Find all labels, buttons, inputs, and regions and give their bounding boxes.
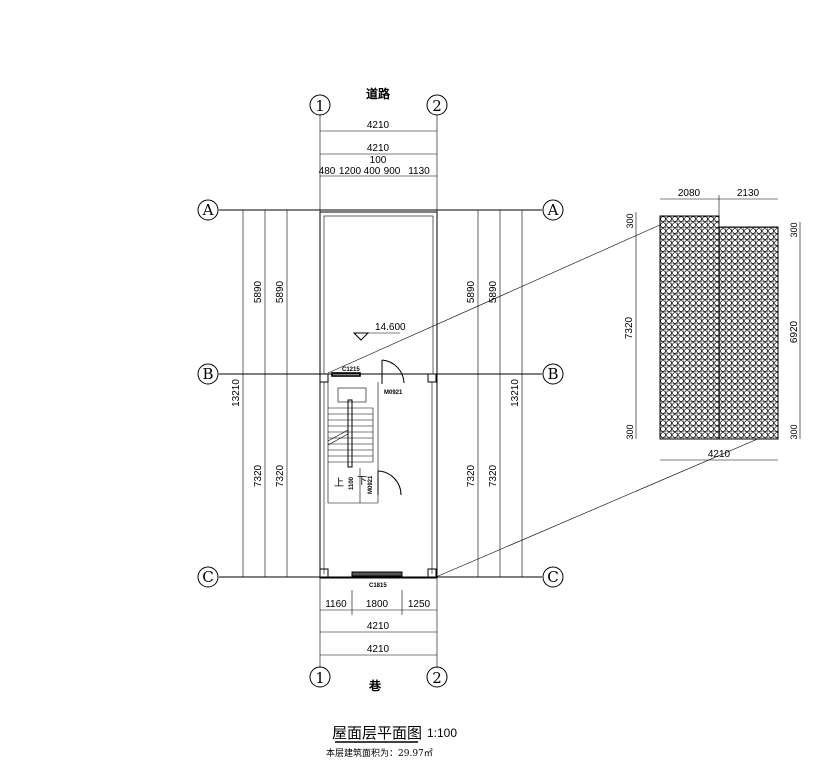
svg-text:300: 300 [625,213,635,228]
svg-text:6920: 6920 [789,320,800,343]
roof-tile-detail: 2080 2130 300 7320 300 300 6920 300 4210 [624,188,801,461]
road-label: 道路 [366,86,391,101]
building-outline [319,211,438,579]
svg-text:1100: 1100 [349,476,355,490]
svg-text:1130: 1130 [408,166,430,177]
axis-bubbles-rows: A B C A B C [197,199,564,588]
svg-text:5890: 5890 [488,280,499,303]
svg-text:1: 1 [315,669,325,687]
svg-text:1250: 1250 [408,599,431,610]
axis-bubble-1-bottom: 1 [309,666,331,688]
svg-text:5890: 5890 [466,280,477,303]
leader-lines [327,223,775,578]
svg-text:1:100: 1:100 [427,726,457,740]
elevation-marker: 14.600 [352,322,406,341]
svg-text:4210: 4210 [367,120,390,131]
svg-text:1: 1 [315,97,325,115]
svg-text:2: 2 [432,669,442,687]
svg-text:C1815: C1815 [369,583,387,589]
svg-text:300: 300 [625,424,635,439]
svg-text:13210: 13210 [510,379,521,407]
axis-bubble-1-top: 1 [309,94,331,116]
svg-text:屋面层平面图: 屋面层平面图 [332,724,422,742]
svg-text:M0921: M0921 [368,475,374,494]
svg-text:900: 900 [384,166,401,177]
svg-text:7320: 7320 [466,464,477,487]
svg-text:14.600: 14.600 [375,322,406,333]
svg-text:A: A [547,201,559,219]
svg-text:上: 上 [334,477,344,489]
svg-text:C1215: C1215 [342,367,360,373]
svg-text:2: 2 [432,97,442,115]
svg-text:本层建筑面积为：29.97㎡: 本层建筑面积为：29.97㎡ [326,747,433,759]
svg-text:300: 300 [789,222,799,237]
lane-label: 巷 [368,678,382,693]
svg-text:5890: 5890 [253,280,264,303]
svg-text:B: B [547,365,558,383]
axis-bubble-2-top: 2 [426,94,448,116]
bottom-dimensions: 1160 1800 1250 4210 4210 [320,590,437,656]
svg-text:300: 300 [789,424,799,439]
svg-text:400: 400 [364,166,381,177]
stair-core: C1215 上 下 1100 M0921 [327,367,402,504]
svg-text:7320: 7320 [253,464,264,487]
svg-text:4210: 4210 [367,143,390,154]
svg-text:4210: 4210 [367,644,390,655]
svg-text:4210: 4210 [708,449,731,460]
svg-text:2080: 2080 [678,188,701,199]
svg-text:B: B [202,365,213,383]
svg-text:100: 100 [370,155,387,166]
axis-bubble-2-bottom: 2 [426,666,448,688]
svg-text:480: 480 [319,166,336,177]
svg-text:C: C [202,568,213,586]
left-dimensions: 5890 5890 13210 7320 7320 [231,210,288,577]
svg-text:下: 下 [357,476,367,487]
right-dimensions: 5890 5890 13210 7320 7320 [466,210,523,577]
drawing-title: 屋面层平面图 1:100 本层建筑面积为：29.97㎡ [326,724,457,759]
svg-text:A: A [202,201,214,219]
svg-text:7320: 7320 [624,316,635,339]
top-dimensions: 4210 4210 100 480 1200 400 900 1130 [319,120,437,177]
svg-text:7320: 7320 [275,464,286,487]
svg-text:1800: 1800 [366,599,389,610]
window-bottom: C1815 [351,571,403,589]
svg-text:C: C [547,568,558,586]
svg-text:5890: 5890 [275,280,286,303]
svg-text:13210: 13210 [231,379,242,407]
svg-text:7320: 7320 [488,464,499,487]
door-top: M0921 [381,359,405,396]
svg-text:M0921: M0921 [384,390,403,396]
svg-text:1160: 1160 [325,599,347,610]
svg-text:2130: 2130 [737,188,760,199]
svg-text:4210: 4210 [367,621,390,632]
svg-text:1200: 1200 [339,166,362,177]
